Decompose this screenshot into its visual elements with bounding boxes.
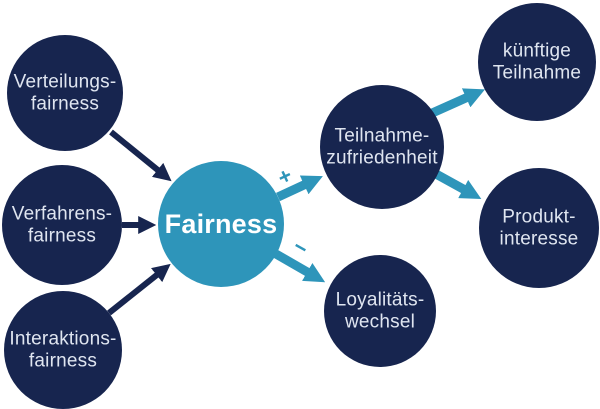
edge-sign-fairness-to-loyalitaetswechsel: − (289, 233, 312, 261)
edge-verteilungs-to-fairness (109, 129, 172, 182)
edge-teilnahme-to-kuenftigeteilnahme (428, 88, 486, 119)
node-loyalitaetswechsel (324, 255, 436, 367)
node-produktinteresse (479, 168, 599, 288)
nodes-layer: Verteilungs-fairnessVerfahrens-fairnessI… (2, 3, 599, 409)
node-verfahrensfairness (2, 165, 122, 285)
edges-layer (107, 88, 486, 316)
edge-interaktions-to-fairness (107, 263, 171, 316)
node-kuenftigeteilnahme (478, 3, 596, 121)
node-interaktionsfairness (4, 291, 122, 409)
node-fairness (158, 161, 284, 287)
node-label-verfahrensfairness: Verfahrens-fairness (12, 204, 112, 247)
node-label-interaktionsfairness: Interaktions-fairness (9, 329, 116, 372)
edge-teilnahme-to-produktinteresse (433, 170, 482, 199)
node-label-produktinteresse: Produkt-interesse (500, 207, 579, 250)
edge-fairness-to-teilnahmezufriedenheit (276, 175, 323, 202)
edge-fairness-to-loyalitaetswechsel (273, 250, 326, 283)
edge-sign-fairness-to-teilnahmezufriedenheit: + (274, 162, 296, 190)
node-label-loyalitaetswechsel: Loyalitäts-wechsel (336, 290, 425, 333)
node-label-verteilungsfairness: Verteilungs-fairness (14, 72, 117, 115)
node-label-fairness: Fairness (165, 209, 278, 239)
node-label-teilnahmezufriedenheit: Teilnahme-zufriedenheit (326, 126, 438, 169)
node-verteilungsfairness (7, 35, 123, 151)
node-teilnahmezufriedenheit (320, 85, 444, 209)
